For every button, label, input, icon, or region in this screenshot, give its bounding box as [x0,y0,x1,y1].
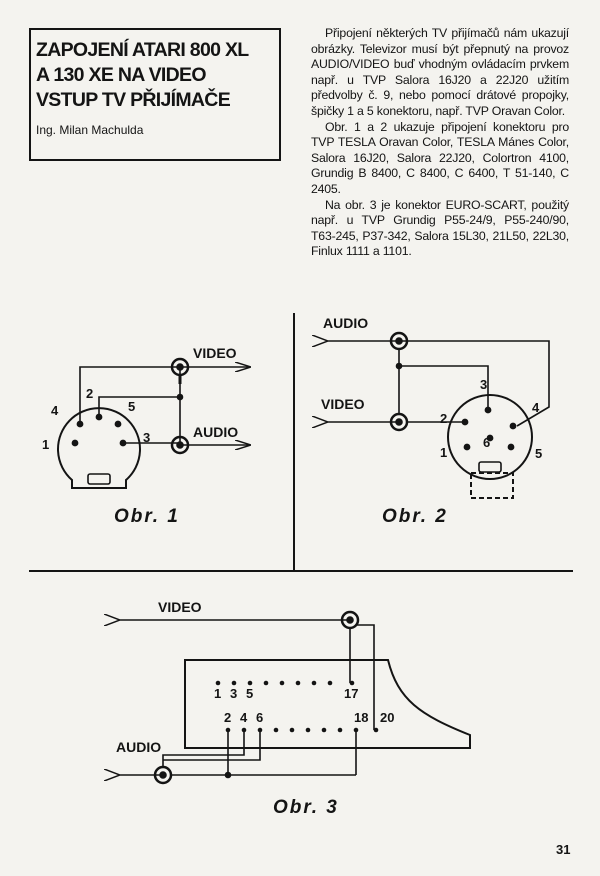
fig3-video-label: VIDEO [158,599,202,615]
fig3-pin-label: 6 [256,710,263,725]
figure-3-caption: Obr. 3 [273,797,339,818]
fig2-audio-label: AUDIO [323,315,368,331]
fig2-pin-label: 2 [440,411,447,426]
fig1-pin-label: 3 [143,430,150,445]
connector-key [87,473,111,485]
page-number: 31 [556,842,571,857]
fig3-pin-label: 20 [380,710,394,725]
fig1-pin-label: 1 [42,437,49,452]
paragraph-1: Připojení některých TV přijímačů nám uka… [311,26,569,118]
paragraph-3: Na obr. 3 je konektor EURO-SCART, použit… [311,197,569,259]
fig3-pin-label: 4 [240,710,248,725]
figure-2-diagram [328,331,550,499]
figure-3-diagram [120,610,471,785]
article-title-line-3: VSTUP TV PŘIJÍMAČE [36,89,231,111]
fig3-audio-label: AUDIO [116,739,161,755]
paragraph-2: Obr. 1 a 2 ukazuje připojení konektoru p… [311,119,569,196]
article-title-line-2: A 130 XE NA VIDEO [36,64,207,86]
fig3-pin-label: 2 [224,710,231,725]
din-connector-body [57,407,141,489]
fig2-pin-label: 1 [440,445,447,460]
fig3-pin-label: 1 [214,686,221,701]
article-author: Ing. Milan Machulda [36,123,144,137]
fig2-pin-label: 4 [532,400,540,415]
fig1-audio-label: AUDIO [193,424,238,440]
fig2-pin-label: 6 [483,435,490,450]
figure-2-caption: Obr. 2 [382,506,448,527]
fig3-pin-label: 18 [354,710,368,725]
fig2-pin-label: 3 [480,377,487,392]
fig2-video-label: VIDEO [321,396,365,412]
fig3-pin-label: 3 [230,686,237,701]
horizontal-divider [29,570,573,572]
fig1-pin-label: 4 [51,403,59,418]
fig1-video-label: VIDEO [193,345,237,361]
vertical-divider [293,313,295,571]
connector-key [478,461,502,473]
fig1-pin-label: 5 [128,399,135,414]
scart-connector-body [184,659,471,749]
fig3-pin-label: 17 [344,686,358,701]
fig2-pin-label: 5 [535,446,542,461]
article-body: Připojení některých TV přijímačů nám uka… [311,26,569,260]
fig3-pin-label: 5 [246,686,253,701]
article-title-line-1: ZAPOJENÍ ATARI 800 XL [36,39,249,61]
title-box: ZAPOJENÍ ATARI 800 XL A 130 XE NA VIDEO … [29,28,281,161]
figure-1-caption: Obr. 1 [114,506,180,527]
figure-1-diagram [57,357,250,489]
fig1-pin-label: 2 [86,386,93,401]
din-6pin-connector-body [447,394,533,480]
